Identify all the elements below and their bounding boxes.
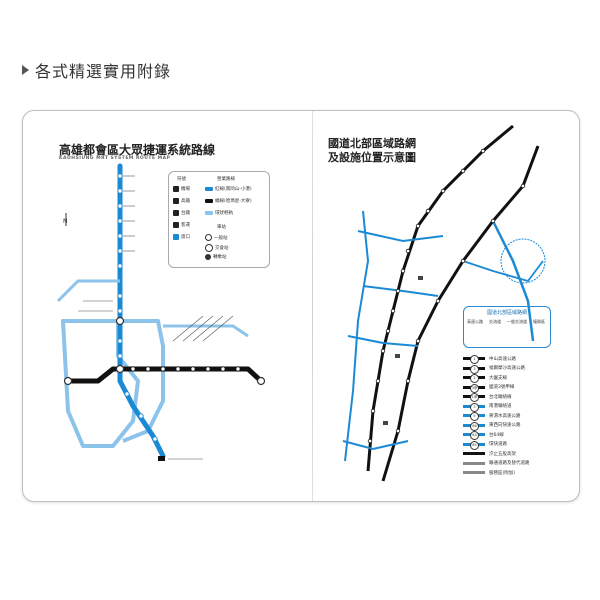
section-header: 各式精選實用附錄 [22, 58, 171, 82]
page-fold [312, 111, 313, 501]
transfer-station-icon [205, 244, 213, 252]
legend-box-title: 國道北部區域路網 [486, 310, 527, 316]
legend-station-interchange: 轉乘站 [205, 254, 227, 260]
legend-box-item: 高速公路 [467, 319, 483, 324]
legend-row-airport: 機場 [173, 186, 190, 192]
interchange-station-icon [205, 254, 211, 260]
normal-station-icon [205, 234, 212, 241]
expressway-66 [362, 285, 439, 297]
legend-box-item: 一般交流道 [507, 319, 527, 324]
svg-text:N: N [63, 218, 68, 225]
airport-icon [173, 186, 179, 192]
ferry-icon [173, 234, 179, 240]
highway-legend-box: 國道北部區域路網 高速公路 交流道 一般交流道 服務區 [463, 306, 551, 348]
mrt-legend: 符號 營業路線 機場 高鐵 台鐵 客運 渡口 紅線(南岡山-小港) 橘線(哈 [168, 171, 270, 268]
left-map-subtitle: KAOHSIUNG MRT SYSTEM ROUTE MAP [59, 156, 171, 161]
triangle-bullet-icon [22, 65, 29, 75]
orange-line [65, 366, 264, 384]
circular-line-swatch [205, 211, 213, 215]
section-title: 各式精選實用附錄 [35, 62, 172, 81]
legend-station-header: 車站 [217, 225, 226, 230]
service-area-icon [383, 276, 423, 425]
expressway-64 [357, 230, 444, 243]
legend-station-normal: 一般站 [205, 234, 228, 241]
legend-item: 1甲台北聯絡線 [463, 392, 551, 403]
airport-icon [158, 456, 203, 461]
left-map-title: 高雄都會區大眾捷運系統路線 [59, 143, 216, 157]
bus-icon [173, 222, 179, 228]
inset-circle [500, 238, 546, 284]
highway-map [342, 124, 546, 482]
branch-line-left [56, 279, 120, 303]
legend-item: 3甲國道3號甲線 [463, 383, 551, 393]
legend-row-ferry: 渡口 [173, 234, 190, 240]
expressway-72 [342, 440, 409, 451]
legend-line-orange: 橘線(哈瑪星-大寮) [205, 198, 252, 204]
legend-col2-header: 營業路線 [217, 177, 235, 182]
legend-box-item: 交流道 [489, 319, 501, 324]
orange-line-swatch [205, 199, 213, 203]
right-map-title-1: 國道北部區域路網 [328, 137, 416, 150]
legend-row-hsr: 高鐵 [173, 198, 190, 204]
legend-box-item: 服務區 [533, 319, 545, 324]
legend-line-circular: 環狀輕軌 [205, 210, 233, 216]
red-line-swatch [205, 187, 213, 191]
legend-line-red: 紅線(南岡山-小港) [205, 186, 252, 192]
hsr-icon [173, 198, 179, 204]
legend-item: 汐止五股高架 [463, 449, 551, 459]
right-map-title-2: 及設施位置示意圖 [328, 151, 416, 164]
legend-item: 服務區(附加) [463, 468, 551, 478]
freeway-5 [491, 220, 535, 342]
coastal-road [344, 210, 370, 462]
branch-line-right [163, 324, 249, 338]
legend-item: 聯通道路及替代道路 [463, 459, 551, 469]
legend-station-transfer: 交會站 [205, 244, 229, 252]
circular-line-east [118, 319, 165, 443]
train-icon [173, 210, 179, 216]
expressway-68 [347, 335, 419, 347]
legend-row-bus: 客運 [173, 222, 190, 228]
open-booklet: 高雄都會區大眾捷運系統路線 KAOHSIUNG MRT SYSTEM ROUTE… [22, 110, 580, 502]
legend-col1-header: 符號 [177, 177, 186, 182]
mountain-road [462, 260, 544, 283]
mrt-map: N [56, 163, 266, 461]
north-arrow-icon: N [63, 213, 68, 226]
legend-row-tra: 台鐵 [173, 210, 190, 216]
